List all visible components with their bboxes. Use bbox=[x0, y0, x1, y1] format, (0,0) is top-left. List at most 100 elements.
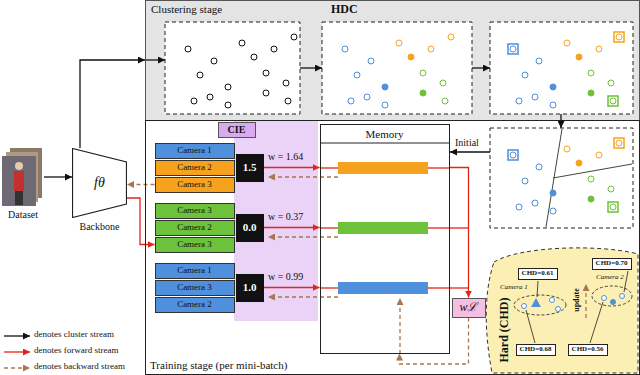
clustering-ground bbox=[145, 0, 640, 121]
text-holder: Backbone bbox=[42, 221, 157, 232]
chd-value: CHD=0.61 bbox=[522, 270, 554, 278]
cluster-plot bbox=[322, 22, 472, 114]
chd-box: CHD=0.70 bbox=[592, 258, 632, 270]
forward-line bbox=[428, 167, 450, 168]
photo bbox=[2, 156, 36, 206]
backward-line bbox=[399, 298, 400, 354]
dataset-image: Dataset bbox=[2, 148, 44, 206]
text-holder: wℒ bbox=[453, 299, 485, 317]
weight-value: 1.5 bbox=[243, 161, 257, 173]
data-point bbox=[576, 54, 582, 60]
weight-box: 1.0 bbox=[236, 274, 264, 302]
weight-box: 0.0 bbox=[236, 214, 264, 242]
data-point bbox=[610, 204, 616, 210]
data-point bbox=[382, 102, 388, 108]
data-point bbox=[602, 296, 607, 301]
camera-cluster bbox=[514, 295, 566, 315]
module-tag: CIE bbox=[218, 122, 256, 138]
text-holder: CHD=0.61 bbox=[519, 269, 557, 279]
text-holder: Camera 3 bbox=[156, 281, 234, 295]
text-holder: HDC bbox=[331, 3, 358, 16]
cluster-arrow bbox=[145, 59, 165, 60]
data-point bbox=[191, 98, 197, 104]
data-point bbox=[550, 190, 556, 196]
data-point bbox=[271, 46, 277, 52]
connector bbox=[44, 176, 72, 177]
camera-note: Camera 1 bbox=[500, 284, 528, 292]
cluster-proxy bbox=[614, 138, 624, 148]
data-point bbox=[588, 196, 594, 202]
camera-row: Camera 3 bbox=[155, 177, 235, 193]
forward-line bbox=[450, 287, 469, 288]
chd-value: CHD=0.56 bbox=[572, 346, 604, 354]
chd-value: CHD=0.70 bbox=[596, 260, 628, 268]
text-holder: fθ bbox=[72, 148, 127, 218]
memory-slot bbox=[338, 162, 428, 174]
loss-box: wℒ bbox=[452, 298, 486, 318]
chd-box: CHD=0.61 bbox=[518, 268, 558, 280]
text-holder: Camera 2 bbox=[596, 274, 624, 282]
text-holder: denotes backward stream bbox=[34, 362, 125, 372]
data-point bbox=[225, 84, 231, 90]
camera-cluster bbox=[592, 286, 632, 306]
text-holder: 1.5 bbox=[236, 154, 264, 182]
cluster-arrow bbox=[560, 114, 561, 128]
forward-line bbox=[320, 287, 338, 288]
data-point bbox=[550, 208, 556, 214]
connector bbox=[127, 198, 155, 245]
text-holder: CHD=0.68 bbox=[517, 345, 555, 355]
cluster-plot bbox=[490, 22, 633, 114]
module-heading: HDC bbox=[331, 3, 358, 16]
module-tag-text: CIE bbox=[228, 124, 246, 135]
backward-line bbox=[268, 176, 338, 177]
camera-row: Camera 2 bbox=[155, 160, 235, 176]
text-holder: Camera 2 bbox=[156, 221, 234, 235]
connector bbox=[264, 227, 320, 228]
leader-line bbox=[590, 302, 603, 343]
data-point bbox=[185, 46, 191, 52]
text-holder: Camera 2 bbox=[156, 161, 234, 175]
panel-heading: Memory bbox=[321, 128, 449, 140]
forward-line bbox=[320, 227, 338, 228]
text-holder: 1.0 bbox=[236, 274, 264, 302]
data-point bbox=[611, 300, 616, 305]
person-body bbox=[14, 171, 24, 191]
text-holder: Initial bbox=[455, 137, 479, 148]
data-point bbox=[516, 98, 522, 104]
text-holder: w = 0.37 bbox=[268, 211, 303, 222]
leader-line bbox=[624, 271, 628, 292]
data-point bbox=[342, 46, 348, 52]
data-point bbox=[396, 40, 402, 46]
data-point bbox=[564, 40, 570, 46]
proxy-triangle bbox=[531, 298, 541, 307]
camera-label: Camera 3 bbox=[177, 240, 212, 250]
camera-label: Camera 1 bbox=[177, 146, 212, 156]
data-point bbox=[510, 46, 516, 52]
cluster-proxy bbox=[508, 44, 518, 54]
data-point bbox=[263, 90, 269, 96]
backward-line bbox=[268, 296, 338, 297]
data-point bbox=[516, 204, 522, 210]
data-point bbox=[536, 164, 542, 170]
data-point bbox=[616, 140, 622, 146]
camera-row: Camera 3 bbox=[155, 237, 235, 253]
data-point bbox=[364, 94, 370, 100]
data-point bbox=[368, 58, 374, 64]
leader-line bbox=[537, 281, 538, 297]
data-point bbox=[420, 70, 426, 76]
text-holder: Hard (CHD) bbox=[498, 297, 511, 362]
data-point bbox=[440, 80, 446, 86]
cluster-arrow bbox=[472, 67, 490, 68]
data-point bbox=[564, 146, 570, 152]
connector bbox=[450, 168, 469, 298]
data-point bbox=[354, 72, 360, 78]
arrow-label: update bbox=[573, 288, 582, 312]
forward-line bbox=[428, 287, 450, 288]
memory-header-rule bbox=[320, 143, 450, 144]
data-point bbox=[382, 84, 388, 90]
legend-text: denotes forward stream bbox=[34, 346, 118, 356]
data-point bbox=[608, 80, 614, 86]
camera-label: Camera 2 bbox=[177, 163, 212, 173]
text-holder: w = 0.99 bbox=[268, 271, 303, 282]
